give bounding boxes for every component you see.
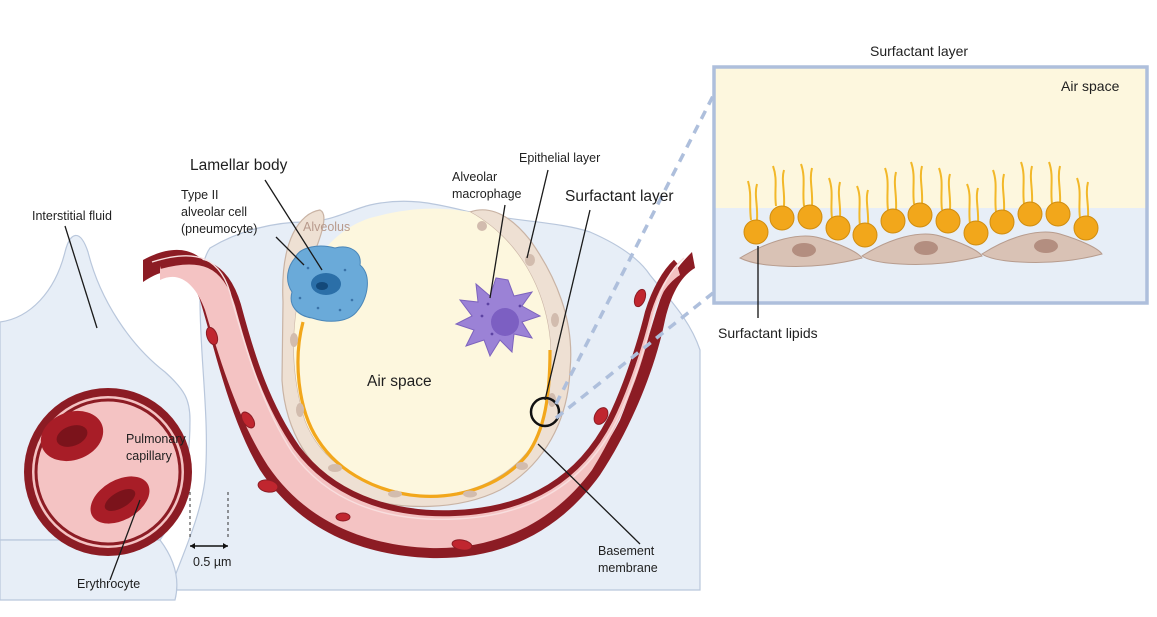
label-type-ii-line3: (pneumocyte) xyxy=(181,222,257,236)
label-surfactant-layer: Surfactant layer xyxy=(565,188,674,205)
label-epithelial-layer: Epithelial layer xyxy=(519,151,600,165)
label-interstitial-fluid: Interstitial fluid xyxy=(32,209,112,223)
label-alveolus: Alveolus xyxy=(303,220,350,234)
label-type-ii-line2: alveolar cell xyxy=(181,205,247,219)
inset-air-space-label: Air space xyxy=(1061,78,1120,94)
inset-lipids-label: Surfactant lipids xyxy=(718,325,818,341)
label-macrophage-line1: Alveolar xyxy=(452,170,497,184)
label-lamellar-body: Lamellar body xyxy=(190,157,288,174)
label-pulmonary-line1: Pulmonary xyxy=(126,432,186,446)
pulmonary-capillary-section xyxy=(24,388,192,556)
label-basement-line2: membrane xyxy=(598,561,658,575)
label-basement-line1: Basement xyxy=(598,544,655,558)
scale-bar-label: 0.5 µm xyxy=(193,555,231,569)
surfactant-inset: Surfactant layer Air space xyxy=(714,43,1147,341)
macrophage-nucleus xyxy=(491,308,519,336)
label-macrophage-line2: macrophage xyxy=(452,187,522,201)
inset-epithelial-cells xyxy=(740,232,1102,266)
inset-title: Surfactant layer xyxy=(870,43,968,59)
label-pulmonary-line2: capillary xyxy=(126,449,173,463)
type-ii-cell xyxy=(288,246,368,321)
label-type-ii-line1: Type II xyxy=(181,188,219,202)
label-air-space: Air space xyxy=(367,373,432,390)
label-erythrocyte: Erythrocyte xyxy=(77,577,140,591)
